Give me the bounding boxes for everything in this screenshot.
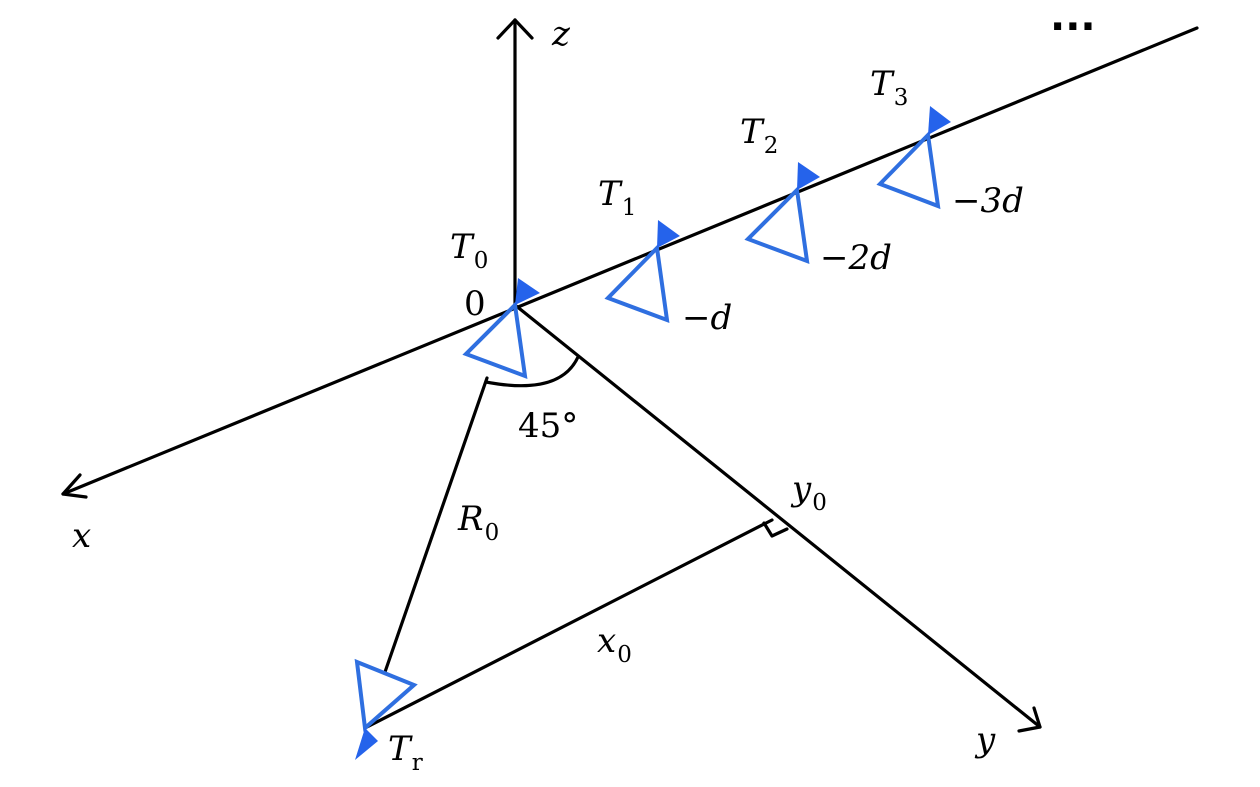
x-offset-label: x0 [597, 621, 632, 668]
y-axis-label: y [974, 720, 996, 760]
antenna-receiver [354, 658, 418, 760]
continuation-ellipsis: ... [1050, 0, 1096, 40]
position-label-t2: −2d [820, 238, 892, 278]
antenna-t2 [744, 162, 820, 265]
transmitter-label-t3: T3 [870, 64, 908, 111]
angle-label: 45° [518, 406, 578, 446]
antenna-t0 [462, 278, 540, 380]
origin-label: 0 [464, 284, 486, 324]
range-line [383, 376, 489, 674]
x-offset-line [363, 518, 774, 730]
range-label: R0 [457, 499, 499, 546]
position-label-t3: −3d [952, 181, 1024, 221]
x-axis-label: x [72, 516, 91, 556]
right-angle-marker [762, 521, 789, 538]
angle-arc [484, 355, 580, 388]
z-axis [496, 18, 534, 307]
antenna-t3 [876, 106, 951, 210]
transmitter-label-t0: T0 [450, 227, 488, 274]
position-label-t1: −d [682, 298, 732, 338]
y-offset-label: y0 [790, 469, 827, 516]
transmitter-label-t2: T2 [740, 112, 778, 159]
z-axis-label: z [551, 14, 571, 54]
y-axis [513, 303, 1042, 733]
receiver-label: Tr [388, 729, 423, 776]
x-axis [61, 26, 1199, 499]
antenna-t1 [604, 220, 680, 324]
transmitter-label-t1: T1 [598, 174, 636, 221]
